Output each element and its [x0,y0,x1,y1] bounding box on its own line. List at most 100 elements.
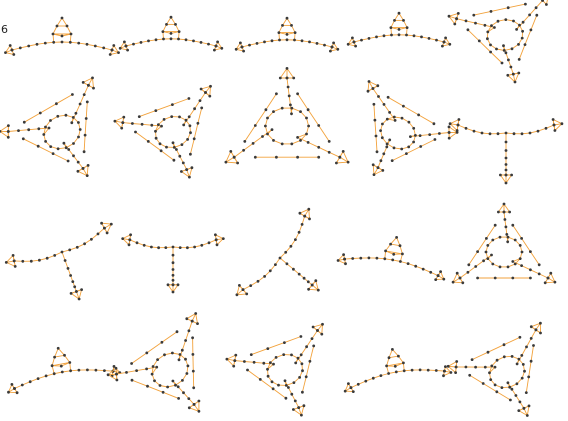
graph-node [327,150,331,154]
graph-node [270,39,274,43]
graph-edge [383,104,390,113]
graph-node [510,173,513,177]
graph-node [428,133,432,137]
graph-edge [392,349,399,357]
graph-node [86,164,90,167]
graph-drawing-3 [234,16,340,53]
graph-node [379,374,383,377]
graph-node [344,262,347,266]
graph-node [410,368,414,372]
graph-node [213,48,216,52]
graph-node [502,210,506,214]
graph-node [83,133,87,137]
graph-node [407,120,411,124]
graph-node [293,399,297,403]
graph-node [513,262,517,266]
graph-node [335,161,338,165]
graph-edge [531,322,541,328]
graph-edge [286,68,295,79]
graph-edge [57,347,65,356]
graph-node [327,140,331,143]
graph-edge [439,132,450,134]
graph-node [78,102,82,106]
graph-edge [545,281,555,284]
graph-node [135,369,139,372]
graph-node [270,128,274,132]
graph-node [483,365,487,369]
graph-node [187,397,191,400]
graph-edge [530,329,537,339]
graph-node [515,362,519,366]
graph-node [502,202,506,206]
graph-node [539,331,542,335]
graph-edge [252,136,263,144]
graph-node [171,273,175,277]
graph-drawing-4 [346,11,452,48]
graph-node [44,125,47,129]
graph-node [311,325,315,329]
graph-edge [5,52,14,55]
graph-node [187,329,191,333]
graph-edge [286,17,292,26]
graph-node [489,43,492,47]
graph-node [489,378,493,381]
graph-node [401,252,404,256]
graph-edge [530,15,538,31]
graph-node [503,218,507,221]
graph-node [84,117,88,120]
graph-node [444,36,447,40]
graph-node [127,243,131,247]
graph-node [12,53,16,56]
graph-node [204,91,207,94]
graph-node [314,279,318,283]
graph-node [6,130,10,133]
graph-node [517,357,521,361]
graph-node [86,368,89,372]
graph-node [251,142,255,145]
graph-node [406,262,410,265]
graph-edge [77,170,88,177]
graph-node [284,250,288,254]
graph-node [300,362,304,366]
graph-node [36,144,40,148]
graph-node [320,332,324,336]
graph-edge [373,169,383,176]
graph-edge [189,138,195,155]
graph-node [442,374,445,378]
graph-node [178,353,182,356]
graph-node [70,121,74,125]
graph-edge [465,127,475,132]
graph-node [544,126,548,130]
graph-node [435,38,438,42]
graph-node [137,115,141,118]
graph-edge [539,273,549,279]
graph-edge [23,138,39,147]
graph-node [10,48,14,52]
graph-node [455,360,459,363]
graph-edge [372,88,379,97]
graph-node [120,126,124,130]
graph-node [187,115,191,119]
graph-node [307,207,311,211]
graph-node [123,40,126,44]
graph-node [317,124,321,127]
graph-node [180,170,183,173]
graph-edge [287,86,290,96]
graph-node [292,381,296,384]
graph-node [389,242,392,246]
graph-node [310,283,314,287]
graph-node [240,45,244,49]
graph-node [166,385,170,389]
graph-edge [188,167,193,178]
graph-node [300,223,304,226]
graph-node [298,211,302,215]
graph-node [187,406,191,410]
graph-node [182,123,186,127]
graph-edge [244,361,255,363]
graph-node [486,244,490,247]
graph-node [293,31,297,34]
graph-node [176,385,180,389]
graph-node [214,44,218,48]
graph-node [493,365,497,369]
graph-node [100,221,103,225]
